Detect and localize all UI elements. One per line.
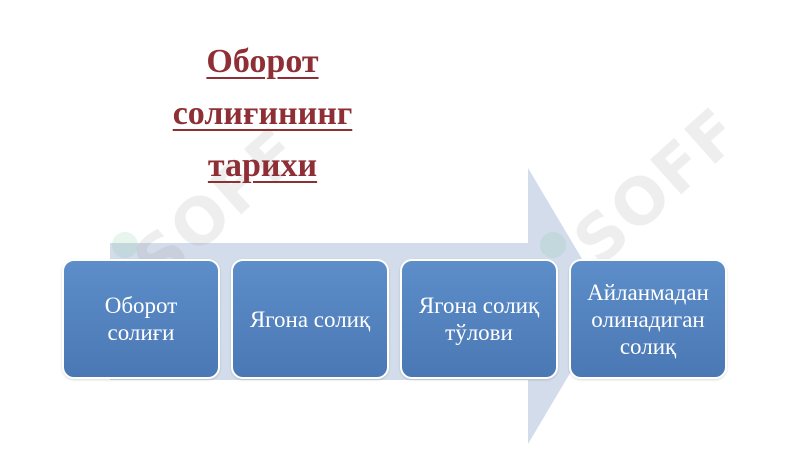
title-line: солиғининг [172,95,353,132]
step-box-single-tax-payment: Ягона солиқ тўлови [400,259,558,379]
step-box-turnover-tax: Оборот солиғи [62,259,220,379]
step-label: Ягона солиқ тўлови [419,292,539,346]
step-label-line: солиғи [107,320,175,345]
step-box-turnover-based-tax: Айланмадан олинадиган солиқ [569,259,727,379]
slide-title: Оборот солиғининг тарихи [150,36,375,192]
step-label: Оборот солиғи [105,292,178,346]
watermark-logo-dot [112,232,138,258]
step-label: Айланмадан олинадиган солиқ [587,279,709,360]
step-label-line: Ягона солиқ [418,293,540,318]
step-label-line: солиқ [619,333,677,359]
step-box-single-tax: Ягона солиқ [231,259,389,379]
watermark-logo-dot [540,232,566,258]
step-label-line: Оборот [104,293,178,318]
step-label: Ягона солиқ [250,306,370,333]
title-line: тарихи [207,147,318,184]
step-label-line: Айланмадан [587,279,709,305]
step-label-line: тўлови [445,320,513,345]
step-label-line: олинадиган [591,306,705,332]
step-label-line: Ягона солиқ [249,306,371,332]
title-line: Оборот [206,43,319,80]
